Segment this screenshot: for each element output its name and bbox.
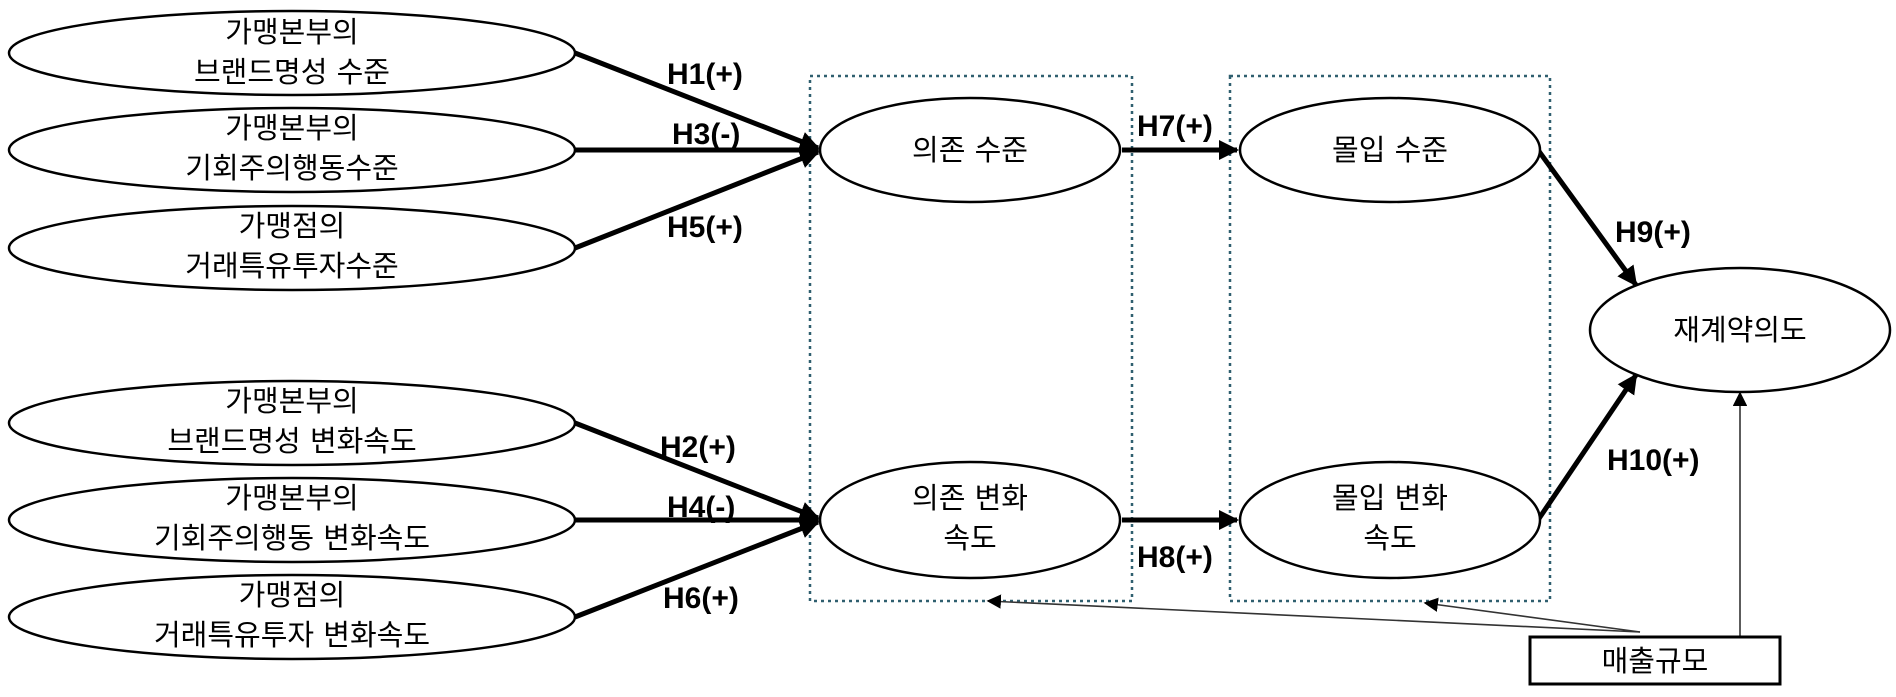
arrow-h10 [1535,373,1639,522]
hypothesis-label-h10: H10(+) [1607,444,1700,477]
arrow-h1 [574,50,820,151]
node-label-line2: 속도 [943,521,996,555]
node-label-line2: 거래특유투자수준 [185,249,398,283]
node-label-line1: 몰입 변화 [1332,481,1448,515]
node-label-line2: 거래특유투자 변화속도 [154,618,430,652]
node-transaction-specific-investment-speed: 가맹점의 거래특유투자 변화속도 [7,573,577,661]
hypothesis-label-h1: H1(+) [667,58,743,91]
hypothesis-label-h4: H4(-) [667,491,735,524]
node-label-line1: 가맹점의 [239,578,346,612]
arrow-h6 [574,519,820,620]
node-label-line1: 몰입 수준 [1332,133,1448,167]
control-arrow-commitment [1423,597,1641,633]
node-opportunism-level: 가맹본부의 기회주의행동수준 [7,106,577,194]
dependence-group-box [808,74,1134,603]
node-dependence-level: 의존 수준 [818,96,1122,204]
hypothesis-label-h8: H8(+) [1137,541,1213,574]
node-label-line2: 기회주의행동수준 [185,151,398,185]
node-transaction-specific-investment-level: 가맹점의 거래특유투자수준 [7,204,577,292]
hypothesis-label-h7: H7(+) [1137,110,1213,143]
node-opportunism-speed: 가맹본부의 기회주의행동 변화속도 [7,476,577,564]
node-label-line1: 가맹본부의 [225,111,358,145]
hypothesis-label-h9: H9(+) [1615,216,1691,249]
node-brand-reputation-level: 가맹본부의 브랜드명성 수준 [7,9,577,97]
node-brand-reputation-speed: 가맹본부의 브랜드명성 변화속도 [7,379,577,467]
node-label-line1: 의존 변화 [912,481,1028,515]
node-commitment-level: 몰입 수준 [1238,96,1542,204]
node-label-line1: 가맹본부의 [225,384,358,418]
node-label-line1: 의존 수준 [912,133,1028,167]
control-label: 매출규모 [1602,644,1709,678]
node-commitment-speed: 몰입 변화 속도 [1238,460,1542,580]
node-label-line2: 기회주의행동 변화속도 [154,521,430,555]
control-sales-size: 매출규모 [1528,635,1782,686]
node-renewal-intention: 재계약의도 [1588,266,1892,394]
arrow-h2 [574,420,820,521]
hypothesis-label-h5: H5(+) [667,211,743,244]
hypothesis-label-h2: H2(+) [660,431,736,464]
hypothesis-label-h3: H3(-) [672,118,740,151]
node-dependence-speed: 의존 변화 속도 [818,460,1122,580]
control-arrow-dependence [986,594,1641,633]
node-label-line2: 브랜드명성 변화속도 [167,424,416,458]
hypothesis-label-h6: H6(+) [663,582,739,615]
node-label-line1: 가맹점의 [239,209,346,243]
commitment-group-box [1228,74,1552,603]
arrow-h5 [574,149,820,251]
node-label-line1: 가맹본부의 [225,15,358,49]
node-label-line1: 재계약의도 [1673,313,1806,347]
node-label-line1: 가맹본부의 [225,481,358,515]
arrow-h9 [1535,148,1639,287]
node-label-line2: 속도 [1363,521,1416,555]
node-label-line2: 브랜드명성 수준 [194,55,390,89]
